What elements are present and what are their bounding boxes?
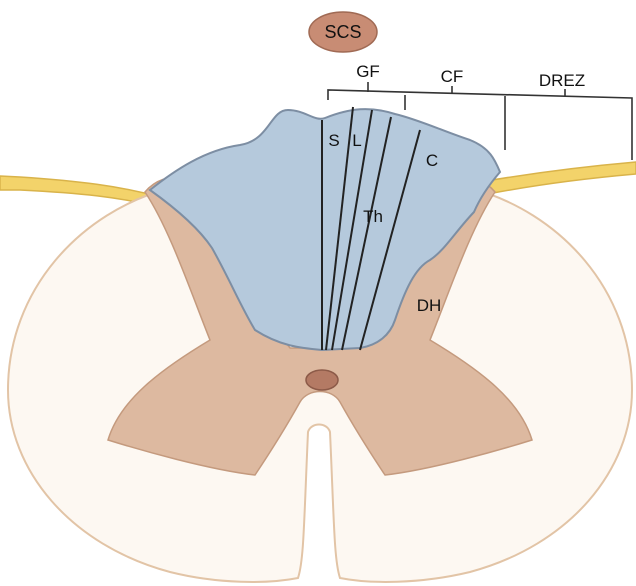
dh-label: DH	[417, 296, 442, 315]
c-label: C	[426, 151, 438, 170]
th-label: Th	[363, 207, 383, 226]
drez-label: DREZ	[539, 71, 585, 90]
l-label: L	[352, 131, 361, 150]
gf-label: GF	[356, 62, 380, 81]
scs-label: SCS	[324, 22, 361, 42]
cf-label: CF	[441, 67, 464, 86]
right-nerve-root	[486, 162, 636, 194]
central-canal	[306, 370, 338, 390]
s-label: S	[328, 131, 339, 150]
